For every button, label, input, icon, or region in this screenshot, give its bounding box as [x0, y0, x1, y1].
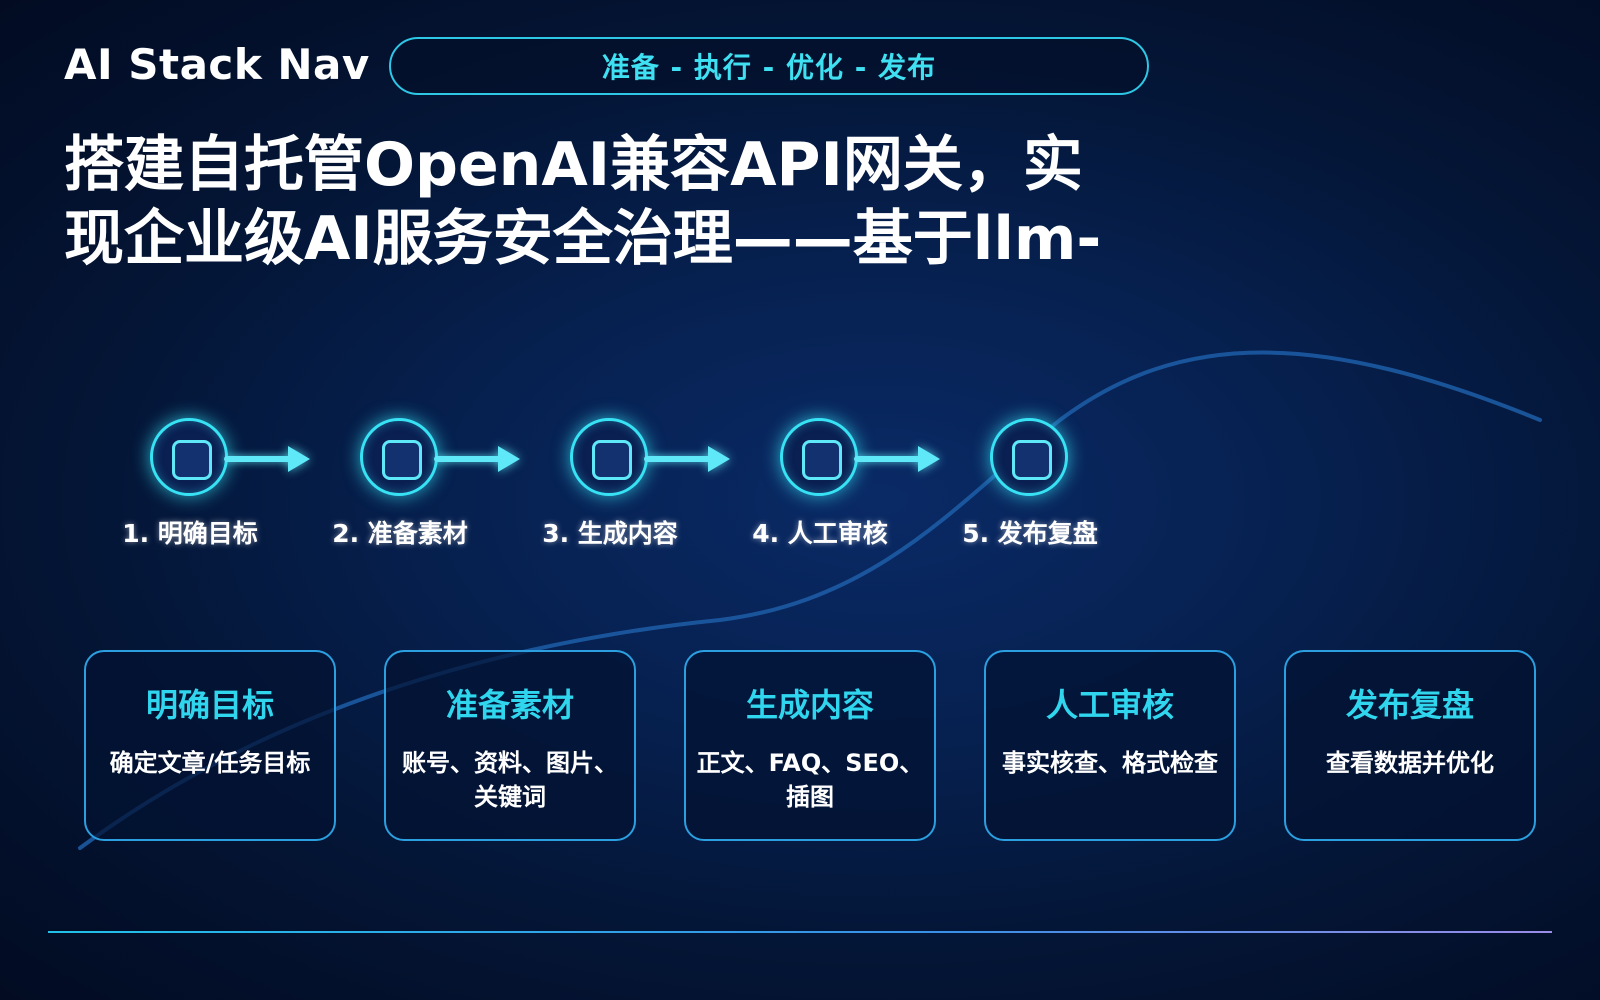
title-line-1: 搭建自托管OpenAI兼容API网关，实	[64, 130, 1083, 200]
brand-logo-text: AI Stack Nav	[64, 40, 370, 89]
step-5: 5. 发布复盘	[940, 418, 1120, 558]
title-line-2: 现企业级AI服务安全治理——基于llm-	[64, 204, 1102, 274]
step-label: 2. 准备素材	[332, 519, 468, 548]
card-title: 准备素材	[445, 686, 574, 724]
card-goal: 明确目标 确定文章/任务目标	[84, 650, 336, 841]
card-title: 明确目标	[145, 686, 274, 724]
card-generate: 生成内容 正文、FAQ、SEO、插图	[684, 650, 936, 841]
square-icon	[592, 440, 632, 480]
card-description: 账号、资料、图片、关键词	[402, 749, 618, 811]
square-icon	[802, 440, 842, 480]
step-icon	[990, 418, 1068, 496]
step-label: 1. 明确目标	[122, 519, 258, 548]
step-label: 4. 人工审核	[752, 519, 888, 548]
square-icon	[382, 440, 422, 480]
card-title: 人工审核	[1045, 686, 1174, 724]
square-icon	[172, 440, 212, 480]
step-label: 5. 发布复盘	[962, 519, 1098, 548]
step-icon	[570, 418, 648, 496]
card-title: 生成内容	[745, 686, 874, 724]
step-icon	[150, 418, 228, 496]
card-description: 确定文章/任务目标	[109, 749, 311, 777]
page-title: 搭建自托管OpenAI兼容API网关，实 现企业级AI服务安全治理——基于llm…	[64, 128, 1104, 276]
step-4: 4. 人工审核	[730, 418, 910, 558]
card-description: 事实核查、格式检查	[1002, 749, 1218, 777]
card-title: 发布复盘	[1345, 686, 1474, 724]
bottom-divider	[48, 931, 1552, 933]
card-publish: 发布复盘 查看数据并优化	[1284, 650, 1536, 841]
arrow-right-icon	[224, 446, 310, 472]
arrow-right-icon	[854, 446, 940, 472]
card-review: 人工审核 事实核查、格式检查	[984, 650, 1236, 841]
step-icon	[780, 418, 858, 496]
card-materials: 准备素材 账号、资料、图片、关键词	[384, 650, 636, 841]
card-description: 正文、FAQ、SEO、插图	[696, 749, 924, 811]
square-icon	[1012, 440, 1052, 480]
card-description: 查看数据并优化	[1326, 749, 1494, 777]
process-tagline-pill: 准备 - 执行 - 优化 - 发布	[389, 37, 1149, 95]
step-1: 1. 明确目标	[100, 418, 280, 558]
step-3: 3. 生成内容	[520, 418, 700, 558]
step-2: 2. 准备素材	[310, 418, 490, 558]
step-icon	[360, 418, 438, 496]
arrow-right-icon	[644, 446, 730, 472]
arrow-right-icon	[434, 446, 520, 472]
step-label: 3. 生成内容	[542, 519, 678, 548]
